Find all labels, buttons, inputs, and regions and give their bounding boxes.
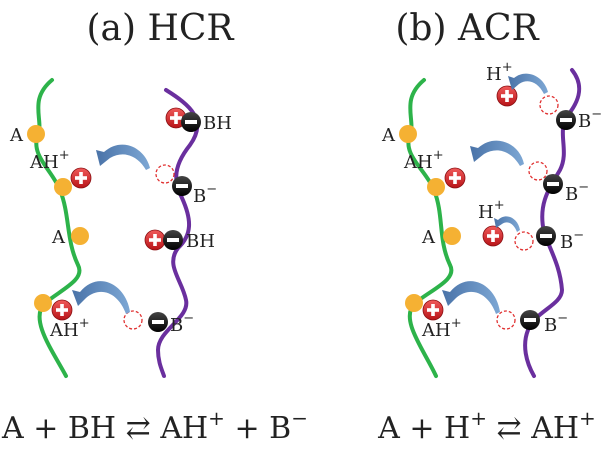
panel-title-hcr: (a) HCR — [86, 8, 234, 49]
base-minus-icon — [556, 110, 576, 130]
proton-plus-icon — [482, 225, 504, 247]
label-ah: AH+ — [49, 316, 90, 341]
acid-site-1 — [27, 125, 45, 143]
panel-title-acr: (b) ACR — [395, 8, 539, 49]
label-a: A — [381, 125, 396, 146]
proton-plus-icon — [422, 299, 444, 321]
label-h-plus: H+ — [478, 198, 505, 223]
label-b-minus: B− — [170, 311, 194, 336]
base-minus-icon — [172, 176, 192, 196]
vacancy-dashed-circle-icon — [123, 310, 143, 330]
base-minus-icon — [520, 310, 540, 330]
panel-acr: (b) ACR A AH+ H+ B− B− — [377, 8, 601, 446]
vacancy-dashed-circle-icon — [528, 161, 548, 181]
base-minus-icon — [163, 230, 183, 250]
acid-site-3 — [443, 227, 461, 245]
label-h-plus: H+ — [486, 60, 513, 85]
proton-plus-icon — [51, 299, 73, 321]
vacancy-dashed-circle-icon — [514, 231, 534, 251]
label-a: A — [421, 227, 436, 248]
label-b-minus: B− — [193, 182, 217, 207]
proton-plus-icon — [144, 229, 166, 251]
curved-arrow-icon — [96, 144, 150, 170]
label-ah: AH+ — [29, 148, 70, 173]
label-bh: BH — [203, 113, 232, 134]
label-bh: BH — [186, 231, 215, 252]
curved-arrow-icon — [442, 281, 500, 314]
label-ah: AH+ — [421, 316, 462, 341]
label-b-minus: B− — [560, 228, 584, 253]
curved-arrow-icon — [72, 281, 130, 314]
acid-site-2 — [427, 178, 445, 196]
curved-arrow-icon — [508, 73, 548, 94]
proton-plus-icon — [70, 167, 92, 189]
proton-plus-icon — [444, 167, 466, 189]
acid-site-2 — [54, 178, 72, 196]
base-minus-icon — [181, 112, 201, 132]
label-b-minus: B− — [578, 107, 601, 132]
vacancy-dashed-circle-icon — [539, 95, 559, 115]
base-minus-icon — [543, 174, 563, 194]
equation-hcr: A + BH ⇄ AH+ + B− — [1, 406, 308, 446]
acid-site-1 — [399, 125, 417, 143]
panel-hcr: (a) HCR A AH+ BH B− A BH AH+ B− — [1, 8, 308, 446]
label-a: A — [51, 227, 66, 248]
label-a: A — [9, 125, 24, 146]
equation-acr: A + H+ ⇄ AH+ — [377, 406, 596, 446]
acid-site-4 — [405, 294, 423, 312]
vacancy-dashed-circle-icon — [155, 164, 175, 184]
acid-site-4 — [34, 294, 52, 312]
proton-plus-icon — [496, 85, 518, 107]
label-ah: AH+ — [403, 148, 444, 173]
label-b-minus: B− — [565, 180, 589, 205]
base-minus-icon — [536, 226, 556, 246]
label-b-minus: B− — [544, 311, 568, 336]
acid-site-3 — [71, 227, 89, 245]
curved-arrow-icon — [470, 140, 524, 166]
vacancy-dashed-circle-icon — [496, 310, 516, 330]
base-minus-icon — [148, 312, 168, 332]
curved-arrow-icon — [494, 216, 520, 232]
